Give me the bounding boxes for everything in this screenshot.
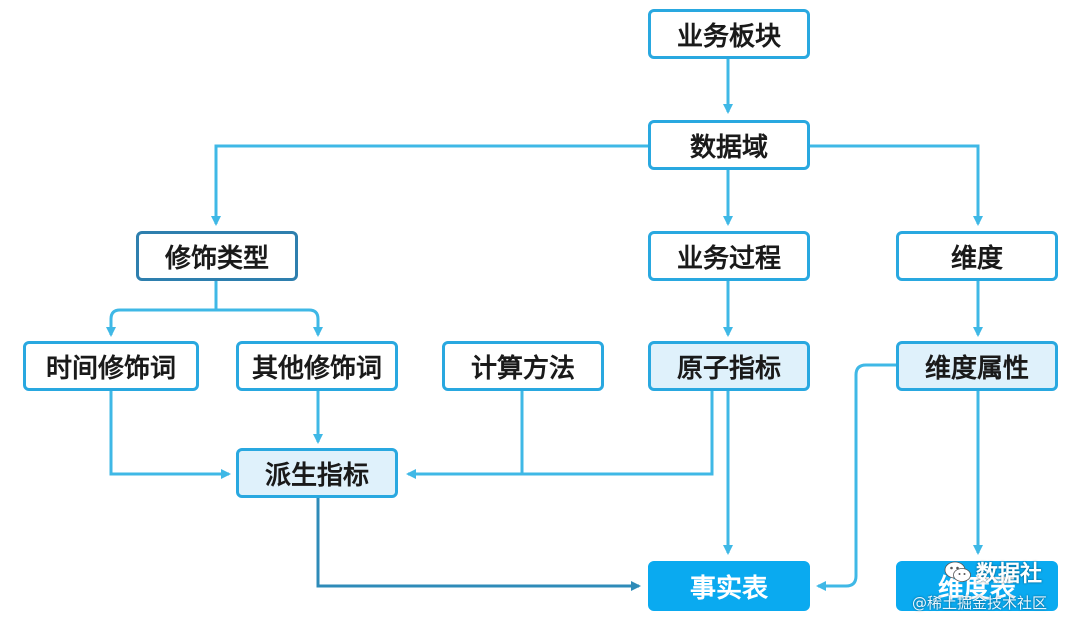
arrow-attr-to-fact: [816, 363, 896, 591]
node-business-process: 业务过程: [648, 231, 810, 281]
watermark-source: @稀土掘金技术社区: [912, 594, 1048, 612]
node-dimension: 维度: [896, 231, 1058, 281]
node-derived-metric: 派生指标: [236, 448, 398, 498]
arrow-domain-to-dimension: [810, 144, 983, 226]
node-business-block: 业务板块: [648, 9, 810, 59]
node-fact-table: 事实表: [648, 561, 810, 611]
node-data-domain: 数据域: [648, 120, 810, 170]
arrow-atomic-to-derived: [406, 391, 714, 479]
watermark-brand: 数据社: [944, 556, 1042, 588]
watermark-brand-text: 数据社: [976, 562, 1043, 587]
node-calc-method: 计算方法: [442, 341, 604, 391]
node-modifier-type: 修饰类型: [136, 231, 298, 281]
arrow-derived-to-fact: [316, 498, 641, 591]
node-other-modifier: 其他修饰词: [236, 341, 398, 391]
arrow-time-to-derived: [109, 391, 231, 479]
node-dimension-attribute: 维度属性: [896, 341, 1058, 391]
node-dimension-table: 维度表: [896, 561, 1058, 611]
node-time-modifier: 时间修饰词: [23, 341, 199, 391]
wechat-icon: [944, 561, 971, 582]
arrow-modtype-to-time: [106, 308, 216, 337]
node-atomic-metric: 原子指标: [648, 341, 810, 391]
arrow-domain-to-modifier-type: [211, 144, 648, 226]
arrow-modtype-to-other: [216, 308, 323, 337]
